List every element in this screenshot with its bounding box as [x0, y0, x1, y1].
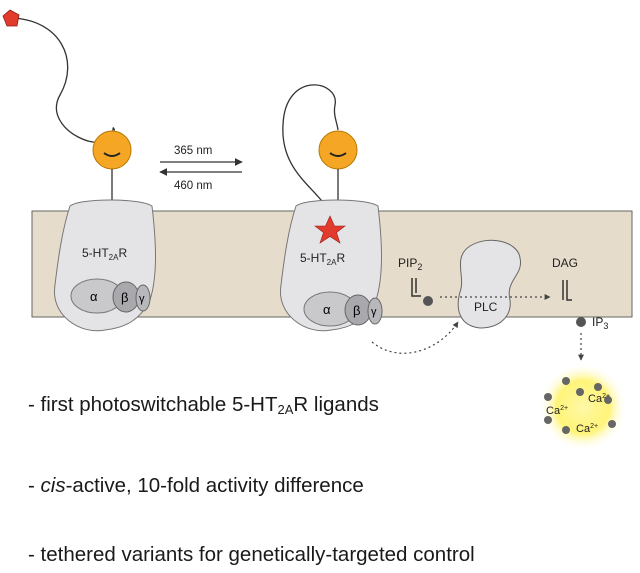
star-icon: [314, 215, 346, 244]
ligand-head-right: [318, 130, 358, 170]
g-gamma-right-label: γ: [371, 306, 377, 318]
activation-arrow: [371, 321, 459, 354]
ligand-pentagon: [2, 9, 20, 27]
bullet-3: - tethered variants for genetically-targ…: [28, 543, 475, 566]
ligand-tether-left: [11, 17, 116, 143]
calcium-ion-2: Ca2+: [588, 393, 610, 405]
plc-label: PLC: [474, 300, 498, 314]
forward-label: 365 nm: [174, 145, 212, 157]
calcium-release: Ca2+ Ca2+ Ca2+: [539, 363, 627, 451]
ligand-head-mark-right: [329, 152, 347, 157]
g-gamma-left: [135, 284, 151, 312]
dag-lipid: [562, 280, 572, 301]
calcium-ion-3: Ca2+: [576, 423, 598, 435]
bullet-2: - cis-active, 10-fold activity differenc…: [28, 474, 364, 497]
g-gamma-left-label: γ: [139, 293, 145, 305]
plc-enzyme: [457, 239, 522, 329]
ip3-label: IP3: [592, 315, 608, 331]
g-alpha-left-label: α: [90, 289, 98, 304]
pip2-label: PIP2: [398, 256, 422, 272]
g-beta-right-label: β: [353, 303, 360, 318]
receptor-left-label: 5-HT2AR: [82, 246, 127, 262]
ligand-head-mark: [103, 152, 121, 157]
g-beta-left-label: β: [121, 290, 128, 305]
ligand-tether-right: [282, 84, 339, 216]
ip3-molecule: [576, 317, 586, 327]
bullet-1: - first photoswitchable 5-HT2AR ligands: [28, 393, 379, 417]
dag-label: DAG: [552, 256, 578, 270]
receptor-right-label: 5-HT2AR: [300, 251, 345, 267]
calcium-ion-1: Ca2+: [546, 405, 568, 417]
g-gamma-right: [367, 297, 383, 325]
pip2-headgroup: [423, 296, 433, 306]
reverse-label: 460 nm: [174, 180, 212, 192]
diagram: 5-HT2AR α β γ 365 nm 460 nm 5-HT2AR α β …: [2, 9, 633, 361]
pip2-lipid: [411, 278, 421, 297]
ligand-head-left: [92, 130, 132, 170]
g-alpha-right-label: α: [323, 302, 331, 317]
